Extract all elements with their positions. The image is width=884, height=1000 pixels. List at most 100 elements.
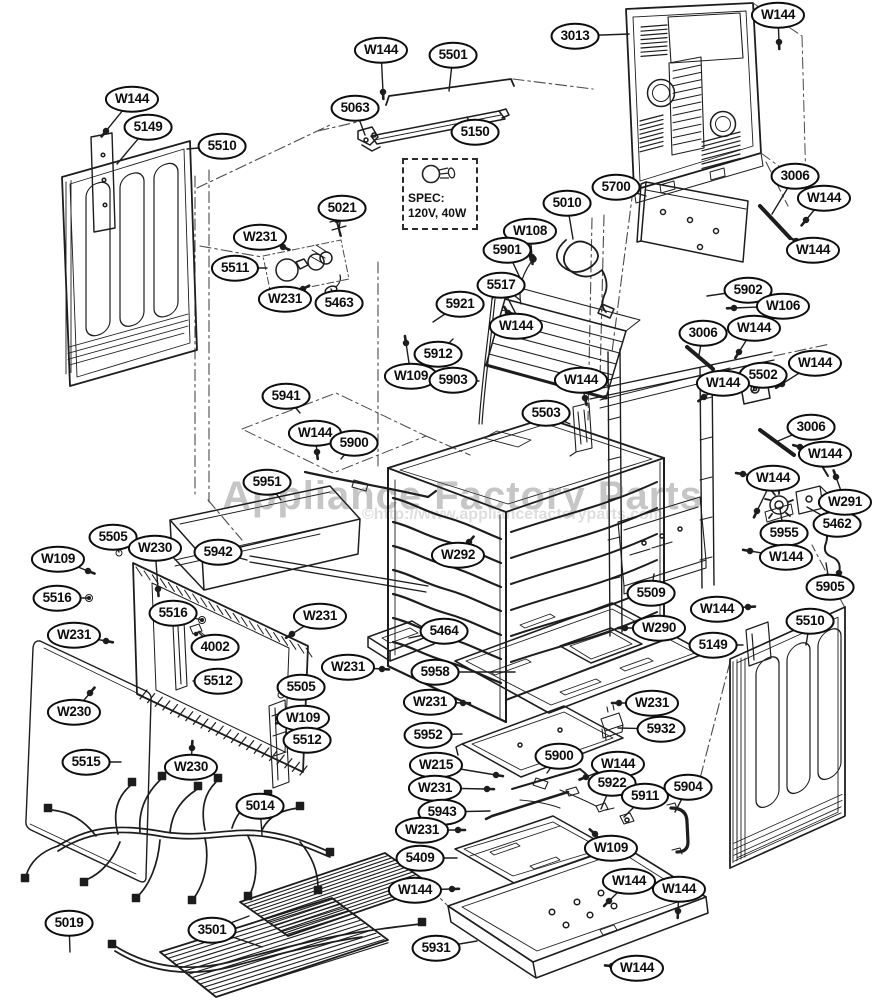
part-callout-5911[interactable]: 5911 bbox=[620, 782, 670, 810]
part-callout-W144[interactable]: W144 bbox=[695, 369, 751, 397]
part-callout-3501[interactable]: 3501 bbox=[187, 916, 237, 944]
part-callout-5019[interactable]: 5019 bbox=[44, 909, 94, 937]
part-callout-5903[interactable]: 5903 bbox=[428, 366, 478, 394]
part-callout-3006[interactable]: 3006 bbox=[786, 413, 836, 441]
part-callout-W231[interactable]: W231 bbox=[232, 223, 288, 251]
part-callout-5510[interactable]: 5510 bbox=[197, 132, 247, 160]
part-callout-W290[interactable]: W290 bbox=[631, 614, 687, 642]
part-callout-W144[interactable]: W144 bbox=[609, 954, 665, 982]
part-callout-5510[interactable]: 5510 bbox=[785, 607, 835, 635]
part-callout-W109[interactable]: W109 bbox=[583, 834, 639, 862]
part-callout-5931[interactable]: 5931 bbox=[411, 934, 461, 962]
light-bulb-icon bbox=[421, 164, 456, 184]
part-callout-5501[interactable]: 5501 bbox=[428, 41, 478, 69]
part-callout-5014[interactable]: 5014 bbox=[235, 792, 285, 820]
back-panel bbox=[625, 2, 807, 204]
part-callout-5912[interactable]: 5912 bbox=[413, 340, 463, 368]
part-callout-5516[interactable]: 5516 bbox=[32, 584, 82, 612]
part-callout-W230[interactable]: W230 bbox=[127, 534, 183, 562]
spec-box: SPEC: 120V, 40W bbox=[402, 158, 478, 230]
part-callout-W230[interactable]: W230 bbox=[46, 698, 102, 726]
latch-cluster bbox=[484, 704, 690, 855]
part-callout-W291[interactable]: W291 bbox=[817, 488, 873, 516]
part-callout-W144[interactable]: W144 bbox=[387, 876, 443, 904]
part-callout-5503[interactable]: 5503 bbox=[521, 399, 571, 427]
part-callout-5462[interactable]: 5462 bbox=[812, 510, 862, 538]
part-callout-5505[interactable]: 5505 bbox=[276, 673, 326, 701]
part-callout-3013[interactable]: 3013 bbox=[550, 22, 600, 50]
part-callout-5464[interactable]: 5464 bbox=[419, 617, 469, 645]
part-callout-W231[interactable]: W231 bbox=[407, 774, 463, 802]
part-callout-5149[interactable]: 5149 bbox=[688, 631, 738, 659]
part-callout-5512[interactable]: 5512 bbox=[282, 726, 332, 754]
part-callout-5901[interactable]: 5901 bbox=[482, 236, 532, 264]
part-callout-W231[interactable]: W231 bbox=[257, 285, 313, 313]
part-callout-W144[interactable]: W144 bbox=[785, 236, 841, 264]
spec-line-2: 120V, 40W bbox=[408, 206, 467, 220]
part-callout-W144[interactable]: W144 bbox=[745, 464, 801, 492]
part-callout-5021[interactable]: 5021 bbox=[317, 194, 367, 222]
part-callout-W231[interactable]: W231 bbox=[402, 688, 458, 716]
part-callout-W144[interactable]: W144 bbox=[651, 875, 707, 903]
part-callout-5922[interactable]: 5922 bbox=[587, 769, 637, 797]
part-callout-5512[interactable]: 5512 bbox=[193, 667, 243, 695]
part-callout-W144[interactable]: W144 bbox=[797, 440, 853, 468]
part-callout-W144[interactable]: W144 bbox=[353, 36, 409, 64]
part-callout-W231[interactable]: W231 bbox=[46, 621, 102, 649]
part-callout-5941[interactable]: 5941 bbox=[261, 382, 311, 410]
part-callout-5700[interactable]: 5700 bbox=[591, 173, 641, 201]
bottom-pan bbox=[447, 844, 709, 979]
part-callout-5516[interactable]: 5516 bbox=[148, 599, 198, 627]
part-callout-5063[interactable]: 5063 bbox=[330, 94, 380, 122]
part-callout-5942[interactable]: 5942 bbox=[193, 538, 243, 566]
part-callout-5149[interactable]: 5149 bbox=[123, 113, 173, 141]
part-callout-5904[interactable]: 5904 bbox=[663, 773, 713, 801]
part-callout-5517[interactable]: 5517 bbox=[476, 271, 526, 299]
part-callout-5515[interactable]: 5515 bbox=[61, 748, 111, 776]
part-callout-5900[interactable]: 5900 bbox=[329, 429, 379, 457]
right-side-panel bbox=[729, 606, 846, 869]
part-callout-5921[interactable]: 5921 bbox=[435, 290, 485, 318]
part-callout-5463[interactable]: 5463 bbox=[314, 289, 364, 317]
part-callout-W109[interactable]: W109 bbox=[30, 545, 86, 573]
part-callout-W144[interactable]: W144 bbox=[488, 312, 544, 340]
part-callout-5409[interactable]: 5409 bbox=[395, 844, 445, 872]
part-callout-W230[interactable]: W230 bbox=[163, 753, 219, 781]
part-callout-W144[interactable]: W144 bbox=[726, 314, 782, 342]
part-callout-W106[interactable]: W106 bbox=[755, 292, 811, 320]
part-callout-W144[interactable]: W144 bbox=[787, 349, 843, 377]
part-callout-4002[interactable]: 4002 bbox=[190, 633, 240, 661]
part-callout-3006[interactable]: 3006 bbox=[770, 162, 820, 190]
part-callout-5509[interactable]: 5509 bbox=[626, 579, 676, 607]
part-callout-W144[interactable]: W144 bbox=[689, 595, 745, 623]
part-callout-5505[interactable]: 5505 bbox=[88, 523, 138, 551]
part-callout-5150[interactable]: 5150 bbox=[450, 118, 500, 146]
part-callout-5511[interactable]: 5511 bbox=[210, 254, 260, 282]
part-callout-5951[interactable]: 5951 bbox=[242, 468, 292, 496]
part-callout-5952[interactable]: 5952 bbox=[403, 721, 453, 749]
left-side-panel bbox=[61, 132, 198, 387]
part-callout-5932[interactable]: 5932 bbox=[636, 715, 686, 743]
part-callout-5905[interactable]: 5905 bbox=[805, 573, 855, 601]
part-callout-W292[interactable]: W292 bbox=[430, 541, 486, 569]
part-callout-W231[interactable]: W231 bbox=[320, 653, 376, 681]
part-callout-W231[interactable]: W231 bbox=[624, 689, 680, 717]
part-callout-3006[interactable]: 3006 bbox=[678, 319, 728, 347]
part-callout-W144[interactable]: W144 bbox=[750, 1, 806, 29]
part-callout-W109[interactable]: W109 bbox=[275, 704, 331, 732]
part-callout-W144[interactable]: W144 bbox=[758, 543, 814, 571]
spec-line-1: SPEC: bbox=[408, 191, 445, 205]
part-callout-W144[interactable]: W144 bbox=[796, 184, 852, 212]
part-callout-5900[interactable]: 5900 bbox=[534, 742, 584, 770]
part-callout-5010[interactable]: 5010 bbox=[542, 189, 592, 217]
part-callout-5958[interactable]: 5958 bbox=[410, 658, 460, 686]
part-callout-W144[interactable]: W144 bbox=[104, 85, 160, 113]
generated-line-art bbox=[20, 24, 741, 998]
part-callout-5955[interactable]: 5955 bbox=[759, 519, 809, 547]
part-callout-W144[interactable]: W144 bbox=[601, 867, 657, 895]
part-callout-W231[interactable]: W231 bbox=[292, 602, 348, 630]
part-callout-W231[interactable]: W231 bbox=[394, 816, 450, 844]
part-callout-W144[interactable]: W144 bbox=[553, 366, 609, 394]
